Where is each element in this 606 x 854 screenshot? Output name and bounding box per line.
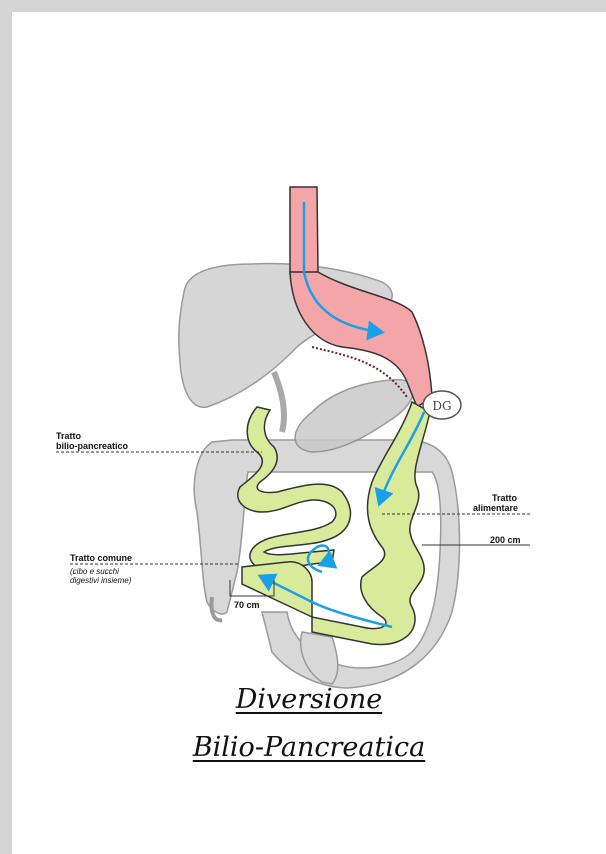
label-comune: Tratto comune <box>70 553 132 563</box>
dg-logo-text: DG <box>432 399 451 413</box>
label-alimentare-line1: Tratto <box>492 493 517 503</box>
label-bilio-line2: bilio-pancreatico <box>56 441 128 451</box>
label-200cm: 200 cm <box>490 535 521 545</box>
page: DG Tratto bilio-pancreatico Tratto alime… <box>12 12 606 854</box>
label-comune-note2: digestivi insieme) <box>70 576 131 585</box>
label-alimentare-line2: alimentare <box>473 503 518 513</box>
label-bilio-line1: Tratto <box>56 431 81 441</box>
title-line1: Diversione <box>12 684 606 715</box>
bpd-diagram: DG <box>12 12 606 854</box>
title-line2: Bilio-Pancreatica <box>12 732 606 763</box>
gallbladder-duct <box>274 372 284 432</box>
label-comune-note1: (cibo e succhi <box>70 567 119 576</box>
label-70cm: 70 cm <box>234 600 260 610</box>
